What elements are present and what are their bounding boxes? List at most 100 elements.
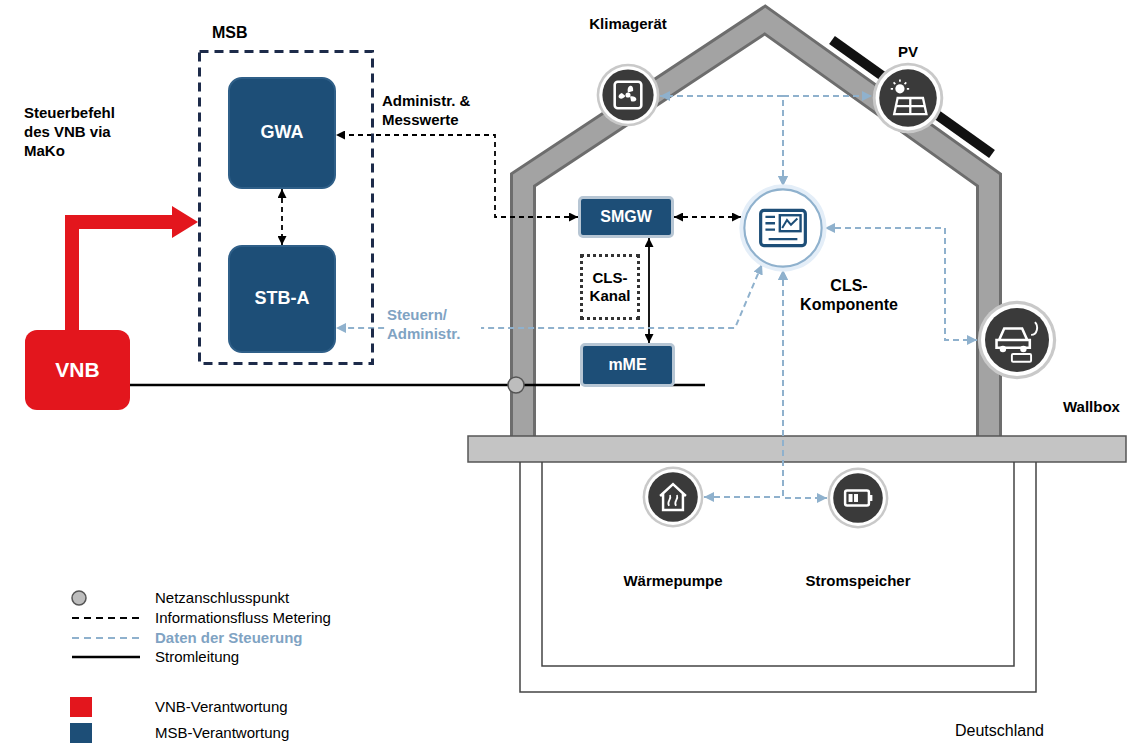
circle-fill: [879, 69, 937, 127]
circle-fill: [648, 472, 698, 522]
device-symbol: [845, 491, 872, 506]
symbol-stroke: [1020, 346, 1026, 352]
connector: [72, 222, 182, 330]
legend-text: Informationsfluss Metering: [155, 609, 331, 626]
node-label: Stromspeicher: [780, 572, 936, 590]
legend-text: VNB-Verantwortung: [155, 698, 288, 715]
symbol-stroke: [660, 484, 686, 510]
symbol-stroke: [849, 494, 853, 502]
node-label: PV: [872, 43, 944, 61]
symbol-stroke: [997, 328, 1030, 347]
symbol-stroke: [765, 217, 797, 239]
symbol-stroke: [854, 494, 858, 502]
device-symbol: [997, 322, 1038, 362]
connector: [281, 189, 283, 245]
device-symbol: [660, 484, 686, 510]
connector: [783, 96, 872, 186]
power-line-stub: [670, 384, 705, 387]
dashed-border: [200, 52, 373, 364]
grid-operator-box: VNB: [25, 330, 130, 410]
edge-label: Administr. & Messwerte: [380, 92, 496, 130]
circle-fill: [985, 308, 1049, 372]
system-box: STB-A: [228, 245, 336, 353]
symbol-stroke: [619, 86, 637, 102]
circle-fill: [744, 189, 821, 266]
glow-ring: [739, 184, 826, 271]
circle-fill: [602, 69, 653, 120]
outer-ring: [873, 63, 944, 134]
basement-inner: [542, 462, 1014, 666]
node-label: Klimagerät: [556, 15, 700, 33]
symbol-stroke: [891, 80, 909, 89]
legend-row: Netzanschlusspunkt: [60, 588, 390, 608]
symbol-stroke: [1031, 322, 1037, 335]
legend-text: Stromleitung: [155, 648, 239, 665]
house-wall-outline: [523, 20, 989, 440]
outer-ring: [978, 301, 1056, 379]
connector: [660, 96, 783, 186]
legend-text: Netzanschlusspunkt: [155, 589, 289, 606]
symbol-stroke: [668, 495, 677, 506]
legend-row: VNB-Verantwortung: [60, 697, 390, 717]
device-icon: Stromspeicher: [827, 467, 889, 529]
device-icon: Wärmepumpe: [642, 466, 704, 528]
legend-text: MSB-Verantwortung: [155, 724, 289, 741]
circle-shape: [827, 467, 889, 529]
system-box: GWA: [228, 77, 336, 189]
circle-shape: [872, 62, 944, 134]
node-label: CLS- Kanal: [583, 269, 637, 305]
channel-box: CLS- Kanal: [580, 254, 640, 320]
node-label: SMGW: [600, 207, 652, 226]
sample-line: [72, 656, 140, 659]
connector: [336, 135, 578, 217]
inner-ring: [645, 469, 701, 525]
connector: [674, 216, 741, 218]
outer-ring: [597, 64, 660, 127]
node-label: STB-A: [255, 288, 310, 310]
circle-shape: [741, 186, 825, 270]
inner-ring: [830, 470, 886, 526]
sample-line: [72, 637, 140, 639]
node-label: CLS- Komponente: [793, 276, 905, 314]
legend-swatch: [70, 697, 92, 717]
floor-slab: [468, 436, 1126, 462]
node-label: GWA: [261, 122, 304, 144]
circle-shape: [977, 300, 1057, 380]
node-label: mME: [608, 355, 646, 374]
symbol-stroke: [615, 82, 642, 109]
msb-group: MSBGWASTB-A: [198, 50, 374, 365]
symbol-stroke: [895, 84, 904, 93]
region-label: Deutschland: [955, 722, 1044, 740]
legend-row: Informationsfluss Metering: [60, 608, 390, 628]
inner-ring: [981, 304, 1053, 376]
legend-row: Stromleitung: [60, 647, 390, 667]
connector: [704, 270, 783, 497]
legend-sample: [60, 647, 140, 667]
grid-connection-point: [508, 377, 524, 393]
outer-ring: [643, 467, 704, 528]
device-icon: PV: [872, 62, 944, 134]
symbol-stroke: [1012, 354, 1031, 362]
legend-row: Daten der Steuerung: [60, 628, 390, 648]
node-label: MSB: [212, 23, 292, 42]
node-label: Wallbox: [1063, 398, 1139, 416]
circle-shape: [642, 466, 704, 528]
symbol-stroke: [1000, 346, 1006, 352]
meter-box: mME: [580, 343, 675, 387]
device-symbol: [761, 210, 806, 245]
circle-fill: [833, 473, 883, 523]
legend-text: Daten der Steuerung: [155, 629, 303, 646]
legend-sample: [60, 588, 140, 608]
inner-ring: [599, 66, 657, 124]
cls-component: CLS- Komponente: [741, 186, 825, 270]
legend-swatch: [70, 723, 92, 743]
circle-shape: [596, 63, 660, 127]
meter-box: SMGW: [578, 196, 674, 238]
outer-ring: [828, 468, 889, 529]
device-icon: Klimagerät: [596, 63, 660, 127]
edge-label: Steuerbefehl des VNB via MaKo: [22, 104, 138, 160]
house-wall: [523, 20, 989, 440]
legend-sample: [60, 608, 140, 628]
edge-label: Steuern/ Administr.: [385, 306, 481, 344]
